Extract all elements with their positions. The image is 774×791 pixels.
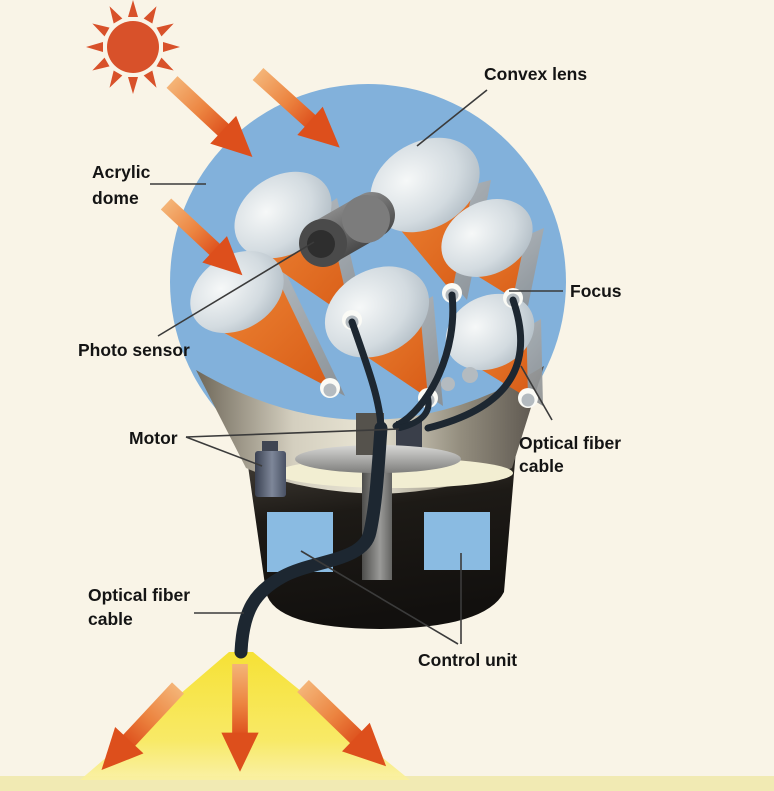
optical-fiber-cables [234,291,525,659]
label-acrylic-dome-line1: Acrylic [92,162,151,182]
leader-motor-1 [185,436,263,467]
label-motor: Motor [129,428,178,448]
sun-icon [86,0,180,94]
label-acrylic-dome-line2: dome [92,188,139,208]
leader-convex-lens [416,89,488,147]
convex-lens [370,137,480,233]
fiber-cable [397,395,432,431]
convex-lens-unit [190,250,330,388]
leader-motor-2 [185,428,400,438]
label-control-unit: Control unit [418,650,517,670]
label-fiber-left-line1: Optical fiber [88,585,190,605]
leader-fiber-right [520,365,553,421]
label-fiber-right-line2: cable [519,456,564,476]
motor-cylinder [255,441,286,497]
convex-lens [445,293,535,371]
label-convex-lens: Convex lens [484,64,587,84]
control-unit-panel-right [424,512,490,570]
lens-array [190,137,544,408]
label-fiber-right-line1: Optical fiber [519,433,621,453]
fiber-cable [424,296,525,432]
labels: Convex lens Acrylic dome Focus Photo sen… [78,64,622,670]
fiber-cable [392,291,457,430]
convex-lens [441,199,533,277]
fiber-cable [348,318,385,432]
leader-control-left [300,550,459,645]
leader-lines [150,89,563,645]
main-fiber-cable [234,421,388,659]
label-fiber-left-line2: cable [88,609,133,629]
convex-lens [324,266,430,358]
label-focus: Focus [570,281,622,301]
photo-sensor [299,192,395,267]
convex-lens-unit [324,266,430,398]
convex-lens [190,250,284,334]
convex-lens-unit [441,199,533,298]
leader-photo-sensor [157,241,315,337]
label-photo-sensor: Photo sensor [78,340,190,360]
